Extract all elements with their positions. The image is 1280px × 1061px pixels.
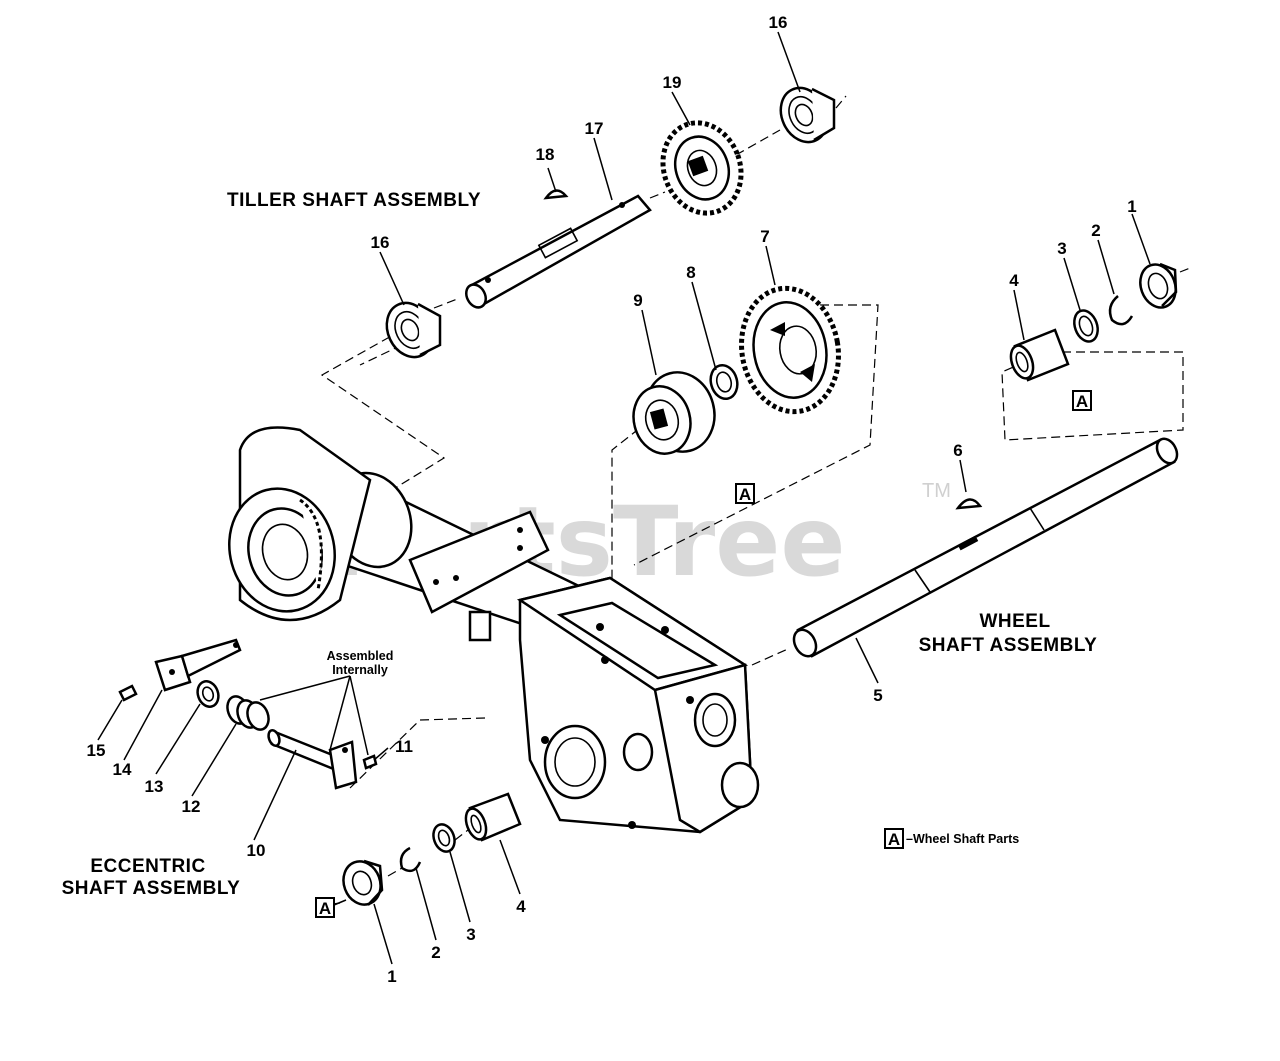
callout-4-bottom: 4 xyxy=(516,897,526,916)
eccentric-assembly-title-line2: SHAFT ASSEMBLY xyxy=(62,878,241,899)
screw-11 xyxy=(362,754,378,770)
wheel-assembly-title-line2: SHAFT ASSEMBLY xyxy=(919,635,1098,656)
callout-numbers: 16 19 17 18 16 7 8 9 4 3 2 1 6 5 11 15 1… xyxy=(87,13,1137,986)
callout-3-right: 3 xyxy=(1057,239,1066,258)
gear-group xyxy=(632,285,841,455)
callout-18: 18 xyxy=(536,145,555,164)
bearing-16-left xyxy=(385,301,442,359)
marker-a-middle-text: A xyxy=(739,485,751,504)
bottom-wheel-shaft-parts xyxy=(342,792,522,906)
gear-19 xyxy=(660,120,744,216)
callout-14: 14 xyxy=(113,760,132,779)
snap-ring-2-right xyxy=(1108,295,1134,326)
callout-2-bottom: 2 xyxy=(431,943,440,962)
marker-a-bottom: A xyxy=(315,897,335,918)
callout-17: 17 xyxy=(585,119,604,138)
callout-16-left: 16 xyxy=(371,233,390,252)
assembled-internally-line1: Assembled xyxy=(327,649,394,663)
woodruff-key-6 xyxy=(955,498,983,510)
washer-3-bottom xyxy=(432,823,456,853)
snap-ring-2-bottom xyxy=(399,846,422,873)
wheel-shaft-5 xyxy=(792,437,1179,658)
callout-1-right: 1 xyxy=(1127,197,1136,216)
callout-3-bottom: 3 xyxy=(466,925,475,944)
tiller-shaft-assembly xyxy=(385,86,836,359)
screw-15 xyxy=(118,684,138,702)
gear-7 xyxy=(739,285,841,415)
legend-text: –Wheel Shaft Parts xyxy=(906,832,1019,846)
callout-5: 5 xyxy=(873,686,882,705)
spacer-4-bottom xyxy=(464,792,522,842)
thrust-washer-8 xyxy=(709,363,739,401)
callout-10: 10 xyxy=(247,841,266,860)
watermark-tm: TM xyxy=(922,480,951,502)
leader-lines xyxy=(97,31,1151,965)
callout-8: 8 xyxy=(686,263,695,282)
bearing-1-right xyxy=(1139,262,1178,309)
assembled-internally-line2: Internally xyxy=(332,663,388,677)
callout-15: 15 xyxy=(87,741,106,760)
marker-a-bottom-text: A xyxy=(319,899,331,918)
washer-13 xyxy=(196,680,220,708)
wheel-assembly-title-line1: WHEEL xyxy=(979,611,1050,632)
callout-16-top: 16 xyxy=(769,13,788,32)
marker-a-middle: A xyxy=(735,483,755,504)
lever-14 xyxy=(154,638,242,692)
eccentric-shaft-10 xyxy=(267,729,358,790)
callout-13: 13 xyxy=(145,777,164,796)
callout-12: 12 xyxy=(182,797,201,816)
marker-a-top-text: A xyxy=(1076,392,1088,411)
callout-4-right: 4 xyxy=(1009,271,1019,290)
sprocket-9 xyxy=(632,371,716,455)
washer-3-right xyxy=(1073,309,1099,343)
eccentric-shaft-assembly xyxy=(118,638,378,790)
callout-19: 19 xyxy=(663,73,682,92)
legend-marker: A xyxy=(888,830,900,849)
spring-12 xyxy=(226,695,270,731)
bearing-1-bottom xyxy=(342,859,384,906)
bearing-16-top xyxy=(779,86,836,144)
legend: A –Wheel Shaft Parts xyxy=(884,828,1019,849)
callout-6: 6 xyxy=(953,441,962,460)
marker-a-top: A xyxy=(1072,390,1092,411)
wheel-shaft-assembly xyxy=(792,262,1179,658)
transmission-housing xyxy=(228,426,760,834)
woodruff-key-18 xyxy=(543,189,569,200)
callout-1-bottom: 1 xyxy=(387,967,396,986)
tiller-shaft-17 xyxy=(465,194,652,309)
tiller-assembly-title: TILLER SHAFT ASSEMBLY xyxy=(227,190,481,211)
callout-11: 11 xyxy=(395,737,413,756)
eccentric-assembly-title-line1: ECCENTRIC xyxy=(90,856,205,877)
spacer-4-right xyxy=(1009,328,1070,382)
callout-9: 9 xyxy=(633,291,642,310)
callout-7: 7 xyxy=(760,227,769,246)
callout-2-right: 2 xyxy=(1091,221,1100,240)
